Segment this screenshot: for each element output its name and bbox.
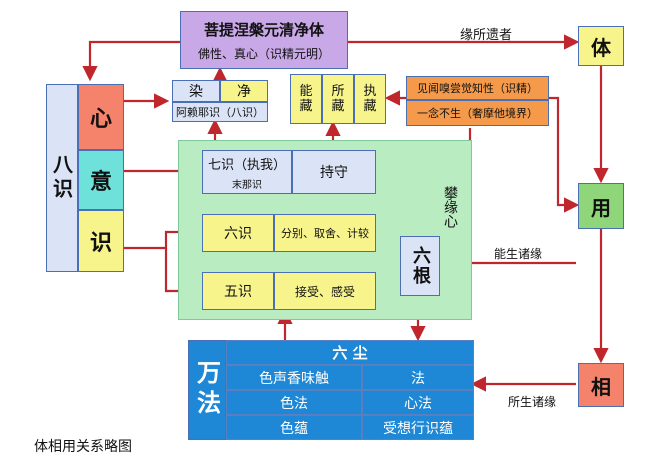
alaya-box: 阿赖耶识（八识） [172,102,268,122]
liu-desc-box: 分别、取舍、计较 [274,214,376,252]
top-nirvana-box: 菩提涅槃元清净体 佛性、真心（识精元明） [180,11,348,69]
zhi-zang-box: 执藏 [354,74,386,124]
jing-box: 净 [220,80,268,102]
ti-box: 体 [578,26,624,66]
xiang-box: 相 [578,363,624,407]
neng-zang-box: 能藏 [290,74,322,124]
chishou-box: 持守 [292,150,376,194]
yi-box: 意 [78,150,124,210]
wanfa-cell: 心法 [362,390,474,415]
wanfa-cell: 受想行识蕴 [362,415,474,440]
wanfa-cell: 色法 [226,390,362,415]
suo-zang-box: 所藏 [322,74,354,124]
liuchen-header: 六 尘 [226,340,474,365]
arrow-to-xin [82,40,180,82]
label-yuansuo: 缘所遗者 [460,28,513,43]
wu-desc-box: 接受、感受 [274,272,376,310]
qi-box: 七识（执我） 末那识 [202,150,292,194]
jianwen-box-bottom: 一念不生（奢摩他境界） [406,100,549,126]
label-nengsheng: 能生诸缘 [494,247,543,261]
liu-box: 六识 [202,214,274,252]
wanfa-cell: 色蕴 [226,415,362,440]
eight-label: 八识 [49,154,74,202]
label-suosheng: 所生诸缘 [508,395,557,409]
arrow-jianwen-to-yong [549,96,580,213]
jianwen-box-top: 见闻嗅尝觉知性（识精） [406,76,549,100]
wanfa-cell: 色声香味触 [226,365,362,390]
yong-box: 用 [578,183,624,229]
liugen-box: 六根 [400,236,440,296]
pan-yuan-label: 攀缘心 [442,186,458,228]
wanfa-label-box: 万法 [188,340,226,440]
wanfa-cell: 法 [362,365,474,390]
top-subtitle: 佛性、真心（识精元明） [197,46,330,61]
eight-consciousness-panel: 八识 [46,84,78,272]
diagram-caption: 体相用关系略图 [34,439,132,455]
shi-box: 识 [78,210,124,272]
xin-box: 心 [78,84,124,150]
top-title: 菩提涅槃元清净体 [203,20,324,39]
wu-box: 五识 [202,272,274,310]
ran-box: 染 [172,80,220,102]
